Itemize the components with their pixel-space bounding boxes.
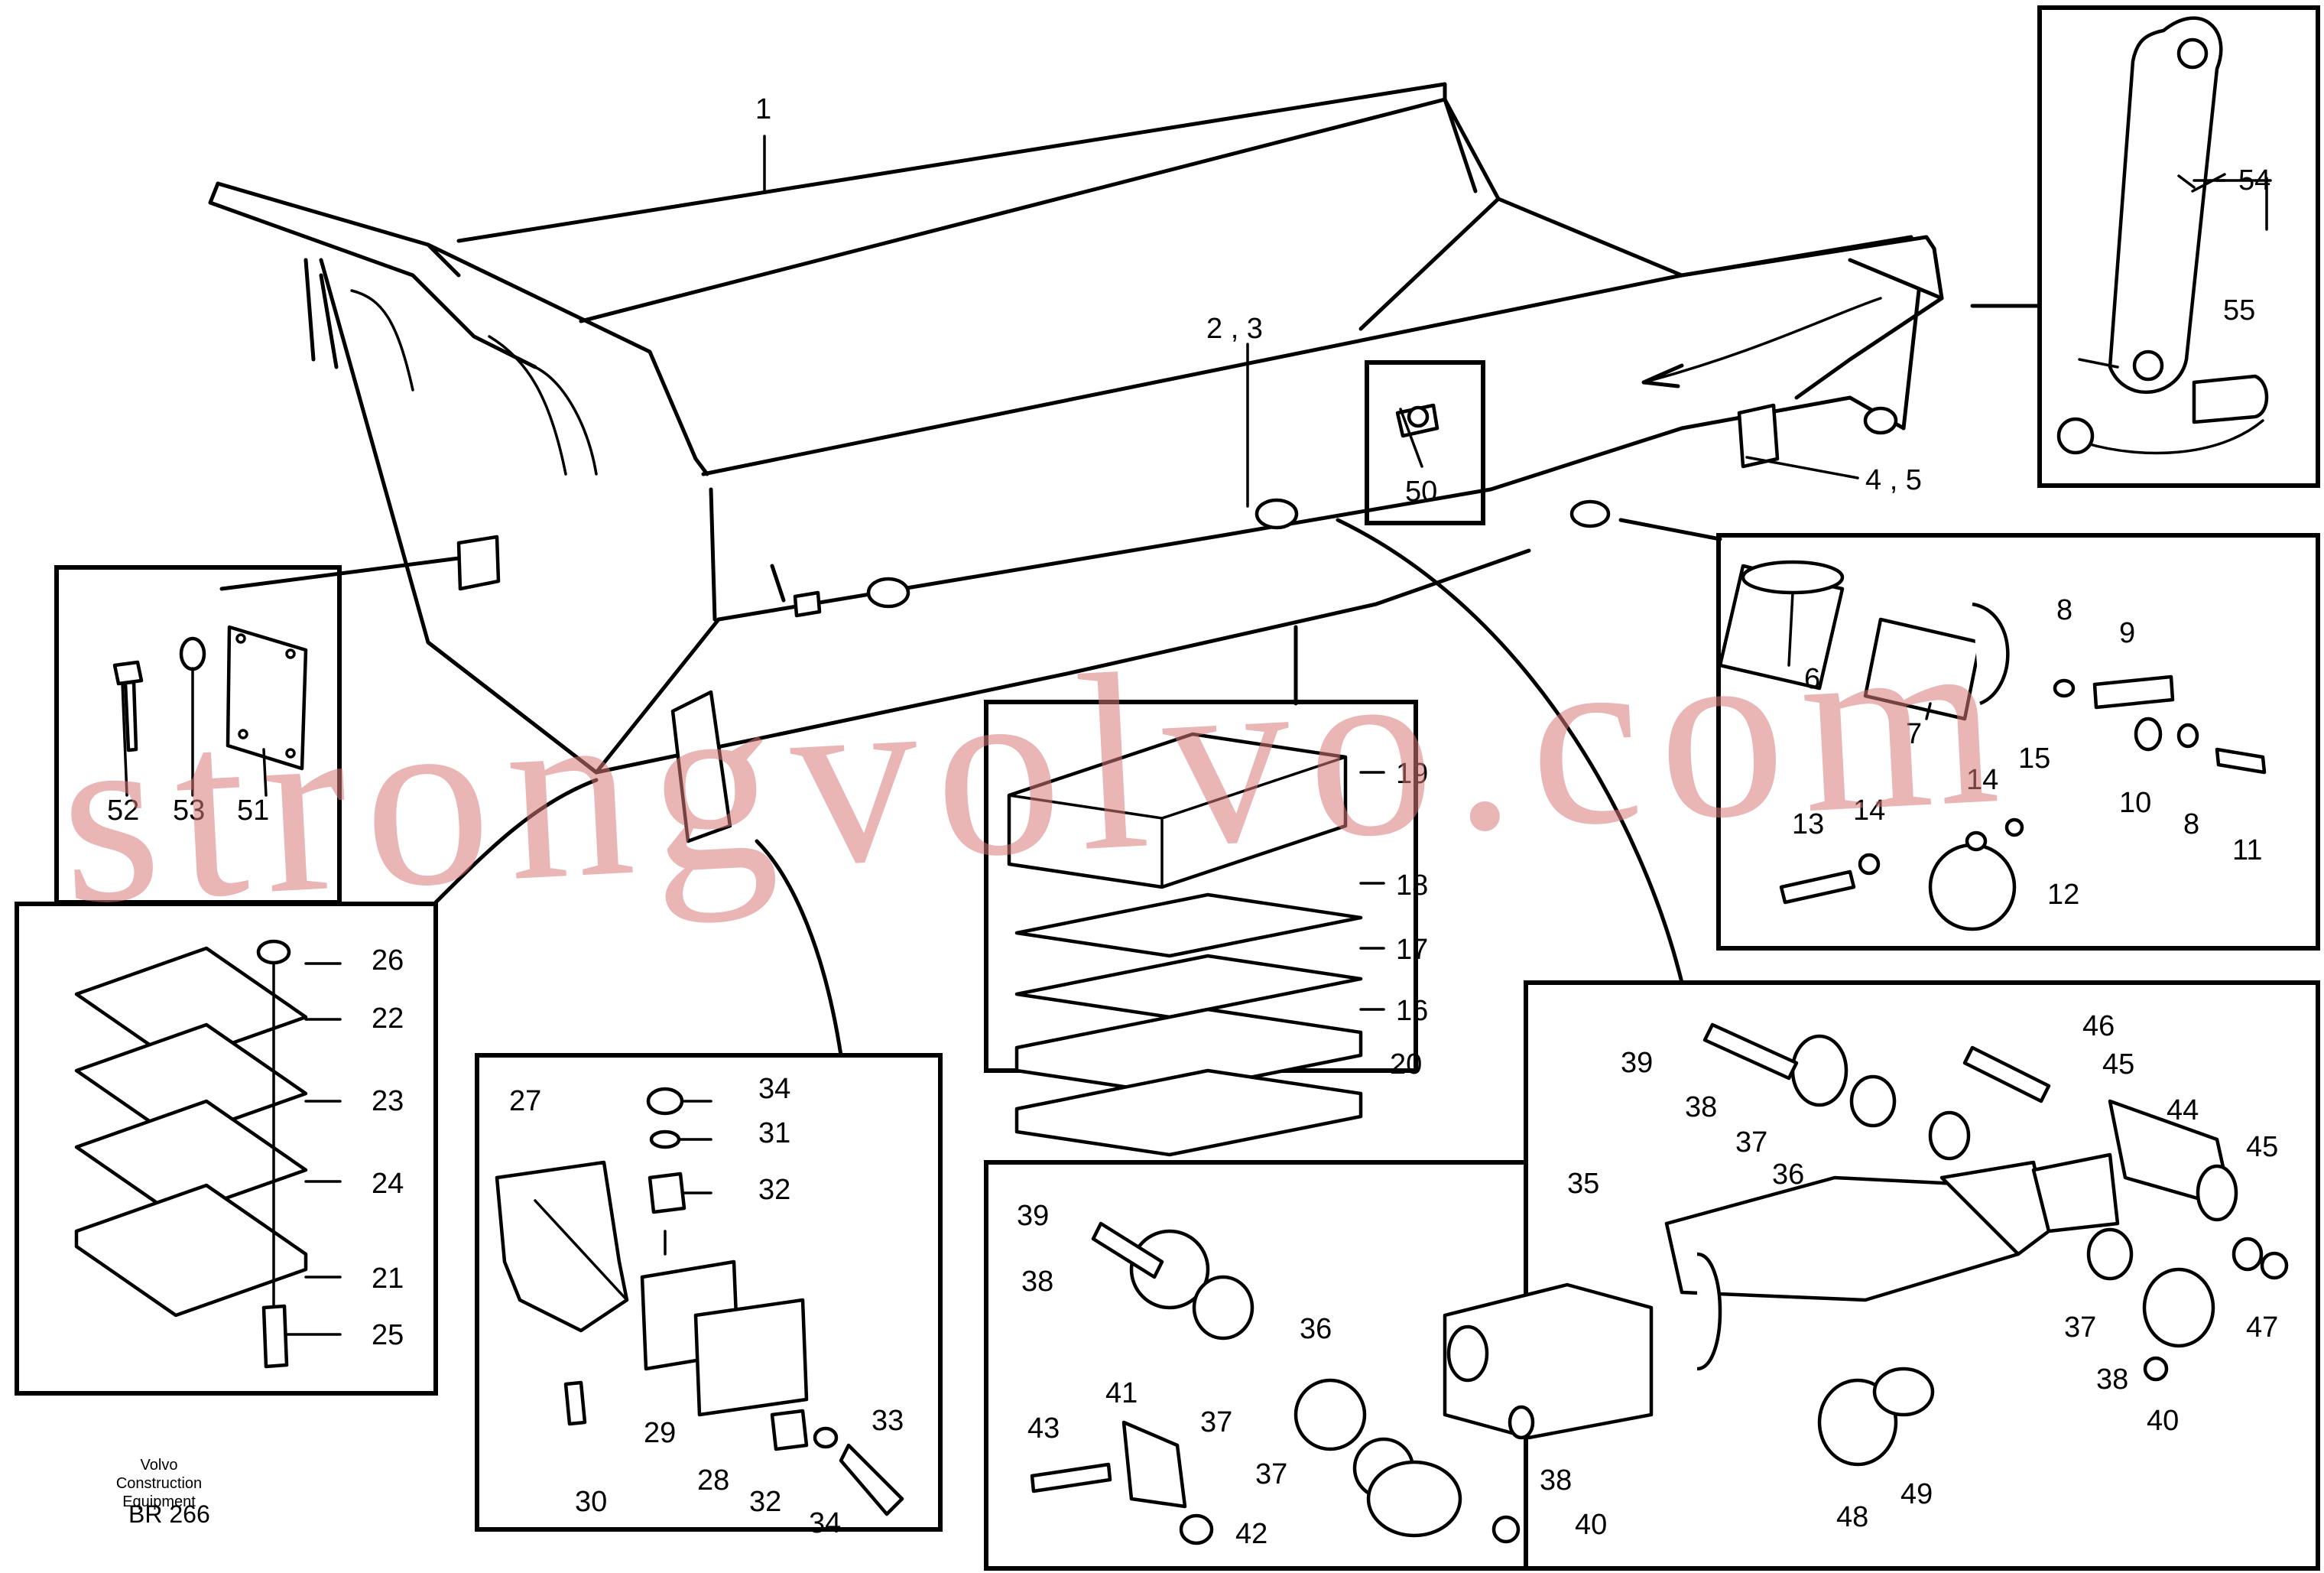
leader-lines: [121, 135, 2272, 1336]
callout-33: 33: [872, 1405, 904, 1437]
callout-16: 16: [1396, 995, 1428, 1027]
callout-37a: 37: [1735, 1126, 1767, 1159]
callout-32b: 32: [749, 1486, 781, 1518]
callout-37c: 37: [1255, 1458, 1287, 1490]
callout-49: 49: [1900, 1478, 1933, 1510]
callout-36a: 36: [1772, 1159, 1804, 1191]
callout-6: 6: [1804, 663, 1820, 695]
callout-28: 28: [697, 1464, 729, 1497]
callout-31: 31: [758, 1117, 790, 1149]
callout-26: 26: [372, 944, 404, 977]
callout-2-3: 2 , 3: [1206, 313, 1263, 345]
callout-9: 9: [2119, 617, 2135, 649]
footer-company-line1: Volvo Construction: [115, 1457, 203, 1492]
callout-15: 15: [2018, 743, 2050, 775]
callout-25: 25: [372, 1319, 404, 1351]
footer-code: BR 266: [128, 1500, 210, 1528]
callout-27: 27: [509, 1085, 541, 1117]
callout-8a: 8: [2056, 594, 2072, 626]
callout-52: 52: [107, 795, 139, 827]
inset-box-50: [1365, 360, 1485, 525]
callout-8b: 8: [2183, 808, 2199, 840]
link-arm: [2056, 16, 2269, 455]
callout-50: 50: [1405, 476, 1437, 508]
callout-48: 48: [1836, 1501, 1868, 1533]
callout-39b: 39: [1017, 1200, 1049, 1232]
callout-22: 22: [372, 1003, 404, 1035]
callout-20: 20: [1390, 1048, 1422, 1081]
callout-38a: 38: [1685, 1091, 1717, 1123]
callout-54: 54: [2238, 164, 2270, 197]
callout-47: 47: [2246, 1311, 2278, 1344]
callout-11: 11: [2232, 834, 2262, 866]
callout-40a: 40: [1575, 1509, 1607, 1541]
callout-13: 13: [1792, 808, 1824, 840]
callout-30: 30: [575, 1486, 607, 1518]
cover-plate: [112, 625, 308, 771]
callout-18: 18: [1396, 869, 1428, 902]
callout-29: 29: [644, 1417, 676, 1449]
callout-32a: 32: [758, 1174, 790, 1206]
callout-34a: 34: [758, 1073, 790, 1105]
callout-14b: 14: [1966, 764, 1998, 796]
callout-45b: 45: [2246, 1131, 2278, 1163]
callout-1: 1: [755, 93, 771, 125]
callout-24: 24: [372, 1168, 404, 1200]
footer-company: Volvo Construction Equipment: [98, 1456, 220, 1511]
callout-36b: 36: [1300, 1313, 1332, 1345]
pivot-pin-assembly: [1718, 560, 2267, 931]
footer-company-line2: Equipment: [122, 1493, 196, 1510]
callout-38d: 38: [2096, 1363, 2128, 1396]
callout-12: 12: [2047, 879, 2079, 911]
callout-23: 23: [372, 1085, 404, 1117]
callout-37d: 37: [2064, 1311, 2096, 1344]
inset-box-pin: [1716, 533, 2320, 951]
callout-42: 42: [1235, 1518, 1267, 1550]
callout-38b: 38: [1021, 1266, 1053, 1298]
pad-plates: [74, 939, 308, 1369]
callout-38c: 38: [1540, 1464, 1572, 1497]
callout-51: 51: [237, 795, 269, 827]
shim-stack: [1007, 732, 1363, 1157]
callout-39a: 39: [1621, 1047, 1653, 1079]
callout-40b: 40: [2147, 1405, 2179, 1437]
callout-55: 55: [2223, 294, 2255, 327]
tipping-cylinder: [1030, 1022, 2289, 1545]
dump-body: [208, 82, 1944, 843]
inset-box-bracket: [475, 1053, 943, 1532]
callout-19: 19: [1396, 758, 1428, 790]
callout-34b: 34: [809, 1507, 841, 1539]
callout-14a: 14: [1853, 795, 1885, 827]
callout-37b: 37: [1200, 1406, 1232, 1438]
inset-box-link: [2037, 5, 2320, 488]
bracket-assembly: [495, 1087, 904, 1516]
callout-35: 35: [1567, 1168, 1599, 1200]
callout-43: 43: [1027, 1412, 1060, 1445]
inset-box-pads: [15, 902, 438, 1396]
callout-4-5: 4 , 5: [1865, 464, 1922, 496]
callout-41: 41: [1105, 1377, 1138, 1409]
callout-53: 53: [173, 795, 205, 827]
callout-44: 44: [2167, 1094, 2199, 1126]
callout-21: 21: [372, 1263, 404, 1295]
callout-45a: 45: [2102, 1048, 2134, 1081]
callout-7: 7: [1906, 718, 1922, 750]
callout-46: 46: [2082, 1010, 2115, 1042]
callout-labels: 1 2 , 3 4 , 5 50 54 55 52 53 51 6 7 8 9 …: [107, 93, 2278, 1550]
callout-10: 10: [2119, 787, 2151, 819]
callout-17: 17: [1396, 934, 1428, 966]
